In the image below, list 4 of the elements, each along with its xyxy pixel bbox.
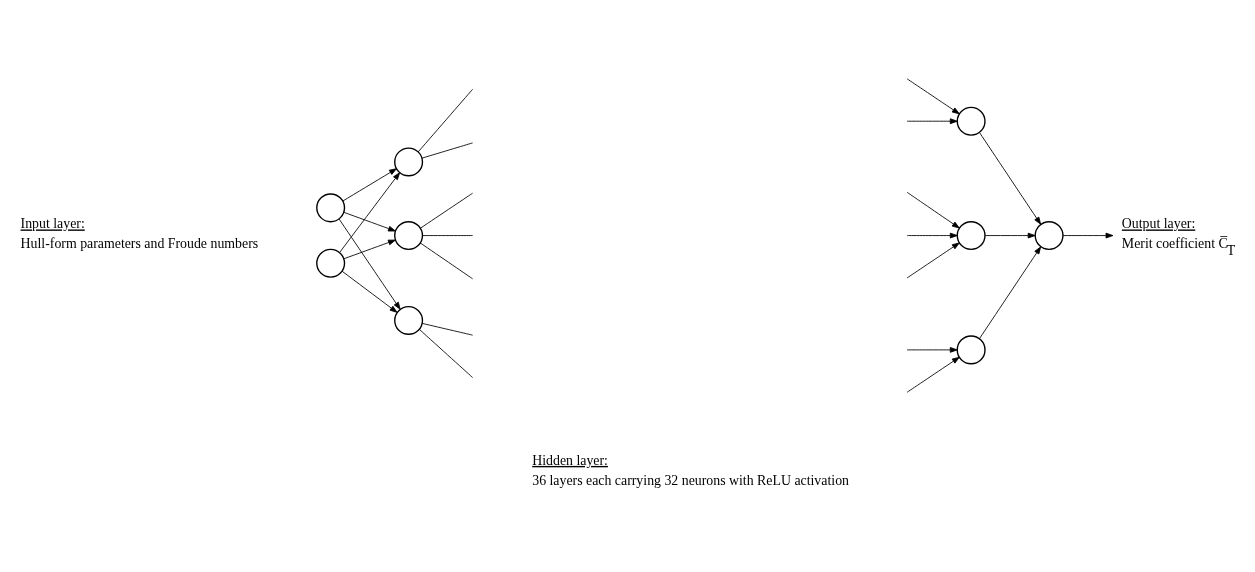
label: Input layer:	[20, 215, 85, 231]
label: Hidden layer:	[532, 452, 608, 468]
label: 36 layers each carrying 32 neurons with ReLU activation	[532, 472, 849, 488]
label: Hull-form parameters and Froude numbers	[20, 235, 259, 251]
